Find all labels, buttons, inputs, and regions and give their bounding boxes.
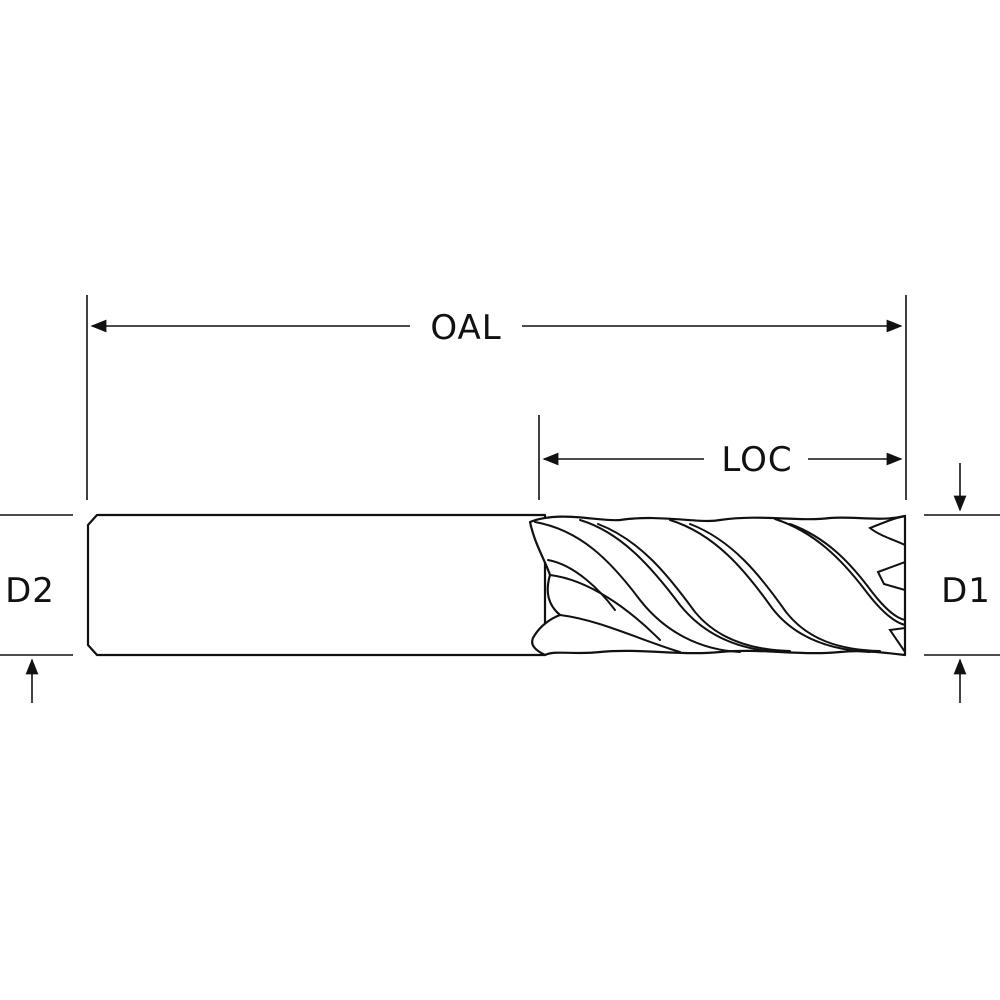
- cutting-tip-bottom: [888, 626, 906, 656]
- loc-dimension: LOC: [538, 415, 903, 500]
- cutting-tip-mid: [876, 560, 906, 592]
- oal-label: OAL: [430, 308, 501, 348]
- flute-curve-3: [597, 523, 791, 652]
- flute-curve-6: [774, 518, 906, 626]
- end-mill-tool: [86, 513, 907, 657]
- flute-curve-4: [669, 519, 871, 653]
- flute-curve-1: [534, 521, 741, 653]
- d2-label: D2: [5, 571, 55, 611]
- flute-curve-9: [549, 574, 661, 641]
- flute-curve-7: [789, 523, 906, 621]
- d1-label: D1: [941, 571, 991, 611]
- flute-curve-5: [689, 523, 881, 652]
- d1-dimension: D1: [924, 463, 1000, 703]
- tool-shank: [86, 513, 547, 657]
- loc-label: LOC: [721, 440, 792, 480]
- d2-dimension: D2: [0, 514, 73, 703]
- oal-dimension: OAL: [86, 295, 907, 500]
- flute-curve-10: [547, 559, 616, 611]
- flute-curve-2: [579, 519, 781, 653]
- cutting-tip-top: [868, 514, 906, 547]
- flute-curve-8: [559, 614, 681, 653]
